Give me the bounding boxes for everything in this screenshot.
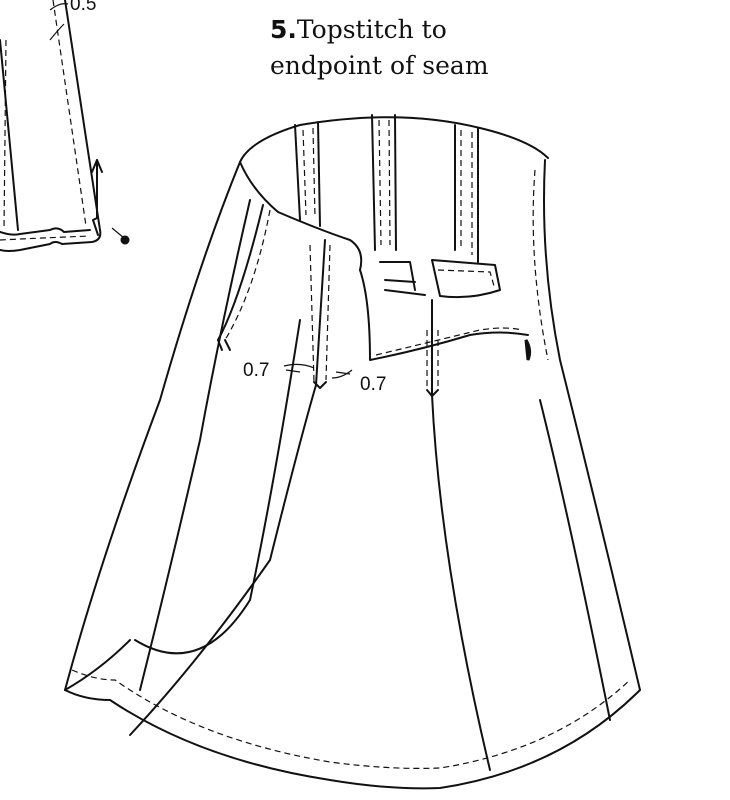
step-text-1: Topstitch to — [296, 15, 447, 44]
pleat-right-measurement: 0.7 — [360, 374, 387, 395]
step-text-2: endpoint of seam — [270, 51, 489, 80]
pleat-left-measurement: 0.7 — [243, 360, 270, 381]
step-instruction: 5.Topstitch to endpoint of seam — [270, 12, 489, 84]
skirt — [64, 114, 641, 790]
sleeve-piece — [0, 0, 130, 252]
step-line-1: 5.Topstitch to — [270, 12, 489, 48]
sleeve-seam-measurement: 0.5 — [70, 0, 97, 15]
endpoint-dot — [120, 235, 130, 245]
step-number: 5. — [270, 15, 297, 44]
